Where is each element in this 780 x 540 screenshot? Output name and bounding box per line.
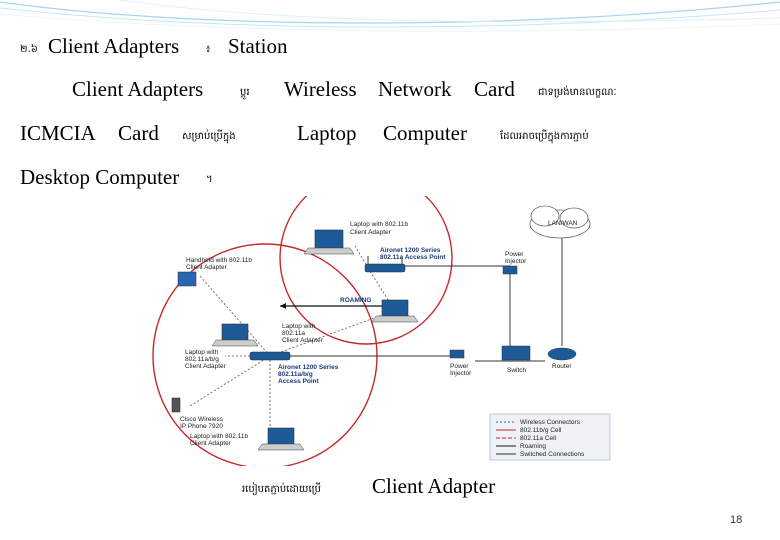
power-injector-top-label-1: Power bbox=[505, 251, 524, 258]
heading-client-adapters: Client Adapters bbox=[48, 34, 180, 58]
laptop-left-label-1: Laptop with bbox=[185, 349, 219, 356]
line3-card: Card bbox=[118, 121, 159, 145]
switch-icon bbox=[501, 345, 531, 361]
line2-client-adapters: Client Adapters bbox=[72, 77, 204, 101]
cloud-icon bbox=[529, 205, 591, 239]
router-label: Router bbox=[552, 363, 572, 370]
line2-network: Network bbox=[378, 77, 452, 101]
ap-mid-label-1: Aironet 1200 Series bbox=[278, 364, 339, 371]
laptop-mid-label-3: Client Adapter bbox=[282, 337, 324, 344]
switch-label: Switch bbox=[507, 367, 527, 374]
power-injector-bottom-icon bbox=[449, 349, 465, 359]
power-injector-top-label-2: Injector bbox=[505, 258, 527, 265]
ip-phone-icon bbox=[171, 397, 181, 413]
line4-khmer-period: ។ bbox=[206, 174, 213, 185]
laptop-top-label-2: Client Adapter bbox=[350, 229, 392, 236]
handheld-label-1: Handheld with 802.11b bbox=[186, 257, 252, 264]
access-point-top-icon bbox=[364, 256, 406, 273]
line3-laptop: Laptop bbox=[297, 121, 357, 145]
legend-item-5: Switched Connections bbox=[520, 451, 585, 458]
heading-colon: ៖ bbox=[206, 44, 211, 55]
ap-top-label-1: Aironet 1200 Series bbox=[380, 247, 441, 254]
ap-top-label-2: 802.11a Access Point bbox=[380, 254, 446, 261]
switched-connections bbox=[268, 238, 563, 362]
line3-computer: Computer bbox=[383, 121, 467, 145]
lan-wan-label: LAN/WAN bbox=[548, 220, 578, 227]
laptop-top-label-1: Laptop with 802.11b bbox=[350, 221, 408, 228]
power-injector-bottom-label-1: Power bbox=[450, 363, 469, 370]
router-icon bbox=[547, 347, 577, 361]
roaming-label: ROAMING bbox=[340, 297, 371, 304]
section-number: ២.៦ bbox=[20, 44, 38, 55]
laptop-left-label-2: 802.11a/b/g bbox=[185, 356, 219, 363]
line3-khmer-2: ដែលអាចប្រើក្នុងការភ្ជាប់ bbox=[500, 131, 589, 142]
laptop-mid-icon bbox=[371, 299, 419, 323]
page-number: 18 bbox=[730, 514, 743, 526]
phone-label-1: Cisco Wireless bbox=[180, 416, 224, 423]
line2-wireless: Wireless bbox=[284, 77, 357, 101]
cell-80211a-top bbox=[279, 196, 453, 345]
legend-item-2: 802.11b/g Cell bbox=[520, 427, 562, 434]
access-point-mid-icon bbox=[249, 351, 291, 361]
legend-item-3: 802.11a Cell bbox=[520, 435, 557, 442]
power-injector-bottom-label-2: Injector bbox=[450, 370, 472, 377]
heading-station: Station bbox=[228, 34, 288, 58]
power-injector-top-icon bbox=[502, 265, 518, 275]
laptop-bottom-icon bbox=[257, 427, 305, 451]
line2-khmer-2: ជាទម្រង់មានលក្ខណៈ bbox=[538, 87, 617, 98]
laptop-left-icon bbox=[211, 323, 259, 347]
line3-icmcia: ICMCIA bbox=[20, 121, 96, 145]
phone-label-2: IP Phone 7920 bbox=[180, 423, 223, 430]
laptop-bottom-label-2: Client Adapter bbox=[190, 440, 232, 447]
laptop-left-label-3: Client Adapter bbox=[185, 363, 227, 370]
legend-item-4: Roaming bbox=[520, 443, 546, 450]
caption-client-adapter: Client Adapter bbox=[372, 474, 496, 498]
legend: Wireless Connectors 802.11b/g Cell 802.1… bbox=[489, 413, 611, 461]
legend-item-1: Wireless Connectors bbox=[520, 419, 581, 426]
handheld-icon bbox=[177, 271, 197, 287]
caption-khmer: របៀបតភ្ជាប់ដោយប្រើ bbox=[242, 484, 321, 495]
ap-mid-label-2: 802.11a/b/g bbox=[278, 371, 313, 378]
wireless-network-diagram: LAN/WAN ROAMING Laptop with 802.11b Clie… bbox=[150, 196, 620, 466]
handheld-label-2: Client Adapter bbox=[186, 264, 228, 271]
laptop-mid-label-1: Laptop with bbox=[282, 323, 316, 330]
line3-khmer-1: សម្រាប់ប្រើក្នុង bbox=[182, 131, 236, 142]
laptop-top-icon bbox=[303, 229, 355, 255]
line4-desktop-computer: Desktop Computer bbox=[20, 165, 180, 189]
ap-mid-label-3: Access Point bbox=[278, 378, 320, 385]
line2-card: Card bbox=[474, 77, 515, 101]
line2-khmer-1: ប្តូរ bbox=[240, 87, 250, 98]
laptop-bottom-label-1: Laptop with 802.11b bbox=[190, 433, 248, 440]
header-decoration bbox=[0, 0, 780, 32]
laptop-mid-label-2: 802.11a bbox=[282, 330, 305, 337]
